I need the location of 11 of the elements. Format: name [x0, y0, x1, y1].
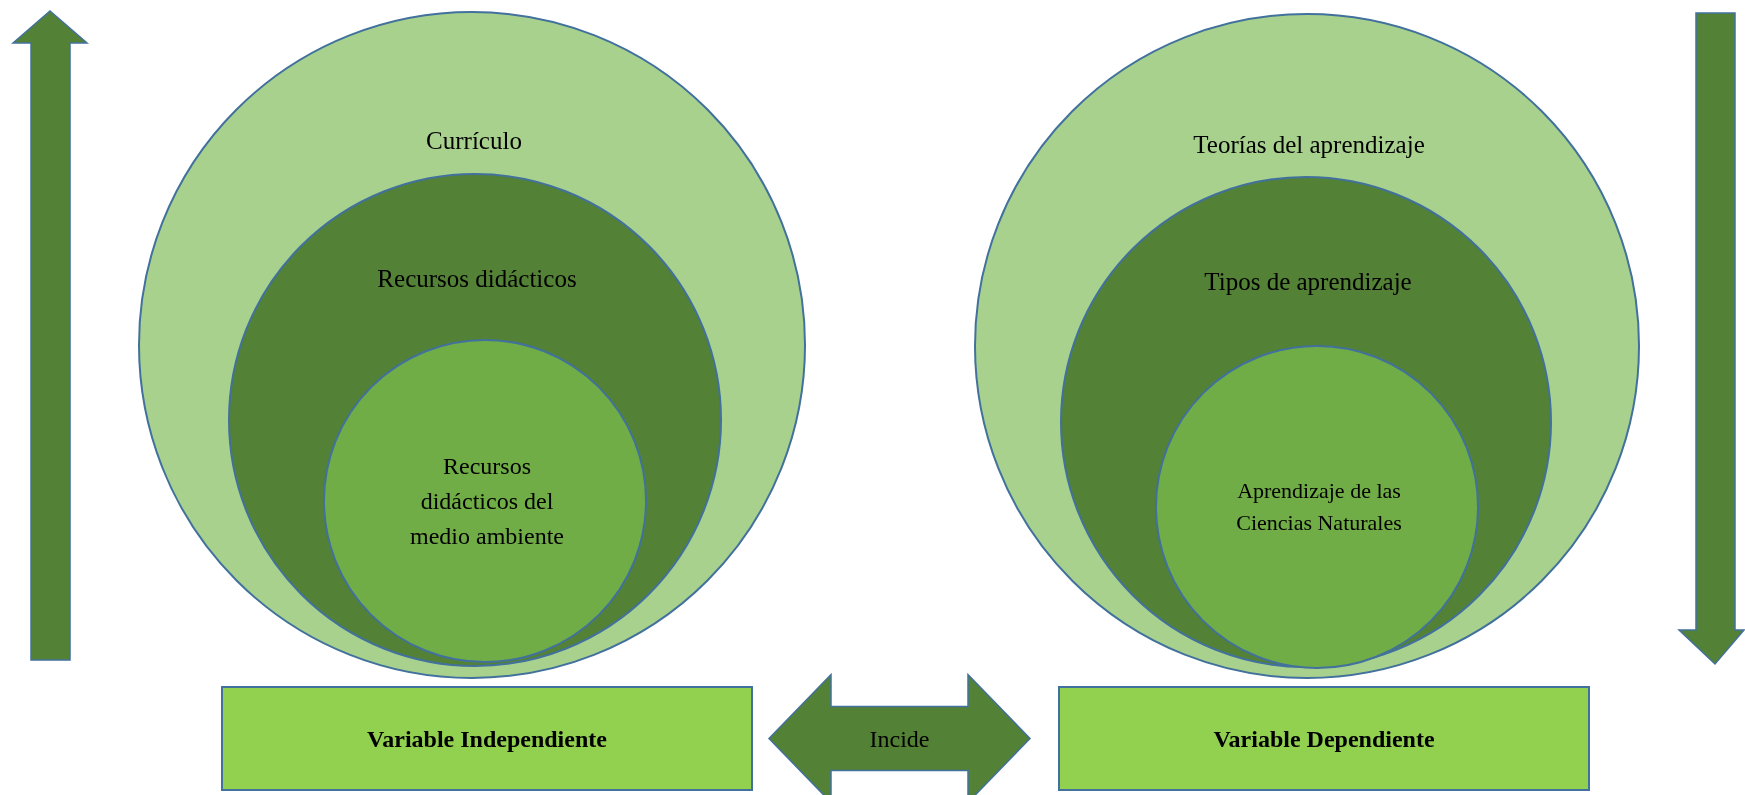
circle-label: Recursos didácticos del medio ambiente: [409, 451, 565, 551]
circle-label: Recursos didácticos: [376, 264, 578, 294]
circle-label: Aprendizaje de las Ciencias Naturales: [1235, 477, 1403, 537]
circle-label: Tipos de aprendizaje: [1203, 267, 1413, 297]
double-arrow: [767, 672, 1032, 795]
box-label: Variable Independiente: [366, 724, 608, 754]
variable-box: [1058, 686, 1590, 791]
variable-box: [221, 686, 753, 791]
circle-label: Teorías del aprendizaje: [1192, 130, 1426, 160]
circle-label: Currículo: [425, 126, 523, 156]
box-label: Variable Dependiente: [1212, 724, 1436, 754]
